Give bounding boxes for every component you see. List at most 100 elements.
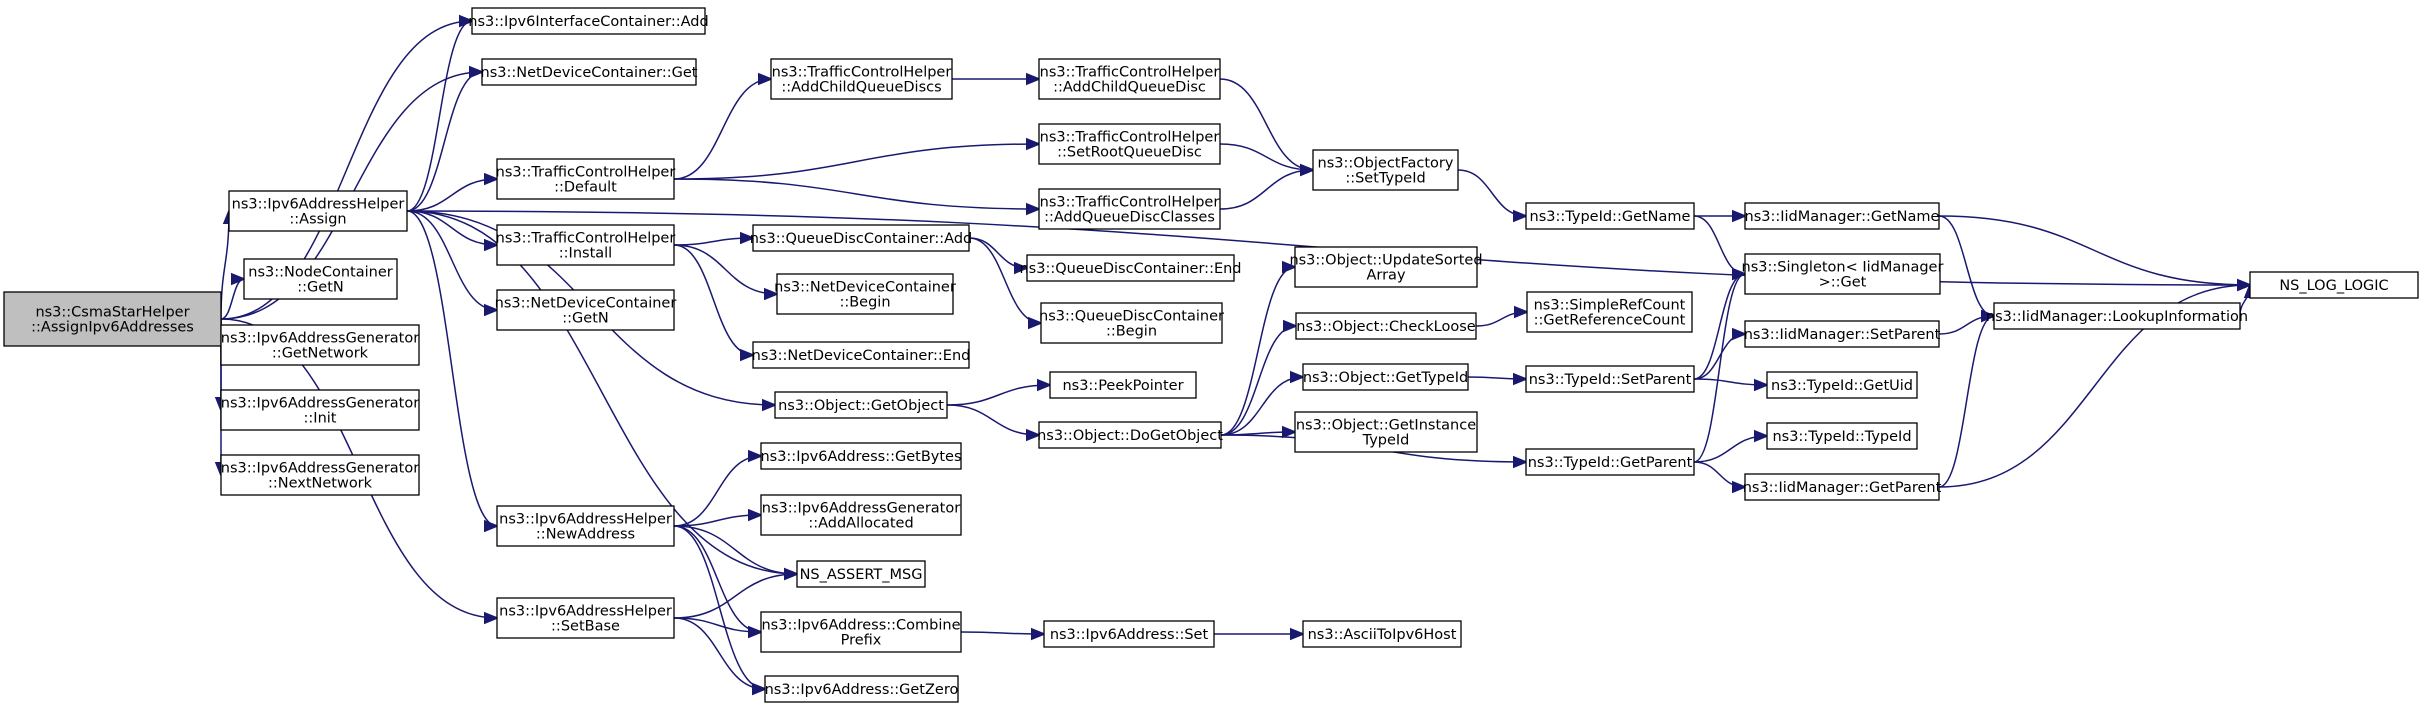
node-obj_checkloose[interactable]: ns3::Object::CheckLoose [1295, 312, 1477, 340]
node-label: ns3::Object::DoGetObject [1037, 428, 1223, 444]
node-tch_addqdclasses[interactable]: ns3::TrafficControlHelper::AddQueueDiscC… [1038, 188, 1221, 230]
node-label: ::GetN [297, 280, 343, 296]
node-nc_getn[interactable]: ns3::NodeContainer::GetN [243, 258, 398, 300]
node-label: TypeId [1362, 433, 1410, 449]
node-ifc_add[interactable]: ns3::Ipv6InterfaceContainer::Add [468, 7, 709, 35]
node-box [752, 341, 970, 369]
node-tch_setroot[interactable]: ns3::TrafficControlHelper::SetRootQueueD… [1038, 123, 1221, 165]
node-ns_log_logic[interactable]: NS_LOG_LOGIC [2249, 271, 2419, 299]
edge-root-to-nc_getn [220, 279, 244, 320]
node-box [471, 7, 706, 35]
node-iid_getname[interactable]: ns3::IidManager::GetName [1744, 202, 1940, 230]
node-box [776, 273, 954, 315]
edge-tch_default-to-tch_setroot [673, 144, 1039, 180]
node-tch_default[interactable]: ns3::TrafficControlHelper::Default [496, 158, 676, 200]
node-iid_getparent[interactable]: ns3::IidManager::GetParent [1743, 473, 1942, 501]
node-label: ::SetBase [551, 619, 620, 635]
node-tid_getuid[interactable]: ns3::TypeId::GetUid [1766, 371, 1918, 399]
node-tid_typeid[interactable]: ns3::TypeId::TypeId [1766, 422, 1918, 450]
node-ndc_end[interactable]: ns3::NetDeviceContainer::End [752, 341, 971, 369]
node-a6h_newaddr[interactable]: ns3::Ipv6AddressHelper::NewAddress [496, 505, 675, 547]
node-obj_getobject[interactable]: ns3::Object::GetObject [774, 391, 948, 419]
node-box [228, 190, 408, 232]
node-box [1026, 254, 1235, 282]
node-a6_getzero[interactable]: ns3::Ipv6Address::GetZero [764, 675, 959, 703]
edge-obj_dogetobject-to-obj_gettypeid [1220, 377, 1303, 436]
node-a6_getbytes[interactable]: ns3::Ipv6Address::GetBytes [760, 442, 962, 470]
node-label: ns3::NetDeviceContainer [774, 280, 956, 296]
node-box [770, 58, 953, 100]
node-tid_getname[interactable]: ns3::TypeId::GetName [1525, 202, 1695, 230]
node-ascii2ipv6[interactable]: ns3::AsciiToIpv6Host [1302, 620, 1462, 648]
edge-iid_getparent-to-iid_lookup [1938, 316, 1994, 488]
node-box [496, 224, 675, 266]
edge-tch_install-to-ndc_begin [673, 244, 777, 294]
node-label: Array [1366, 268, 1405, 284]
node-a6g_init[interactable]: ns3::Ipv6AddressGenerator::Init [220, 389, 420, 431]
node-ndc_begin[interactable]: ns3::NetDeviceContainer::Begin [774, 273, 956, 315]
node-label: ns3::Ipv6InterfaceContainer::Add [468, 14, 708, 30]
node-obj_gettypeid[interactable]: ns3::Object::GetTypeId [1302, 363, 1469, 391]
node-obj_dogetobject[interactable]: ns3::Object::DoGetObject [1037, 421, 1223, 449]
node-box [1038, 58, 1221, 100]
node-label: ::SetTypeId [1345, 171, 1425, 187]
node-a6g_next[interactable]: ns3::Ipv6AddressGenerator::NextNetwork [220, 454, 420, 496]
node-tch_addchildqd[interactable]: ns3::TrafficControlHelper::AddChildQueue… [1038, 58, 1221, 100]
node-singleton_get[interactable]: ns3::Singleton< IidManager >::Get [1742, 253, 1944, 295]
node-label: ns3::NetDeviceContainer::Get [481, 65, 698, 81]
node-tch_addchildqds[interactable]: ns3::TrafficControlHelper::AddChildQueue… [770, 58, 953, 100]
node-ndc_getn[interactable]: ns3::NetDeviceContainer::GetN [495, 289, 677, 331]
node-root[interactable]: ns3::CsmaStarHelper::AssignIpv6Addresses [3, 291, 222, 347]
node-label: ::GetN [562, 311, 608, 327]
node-label: ns3::ObjectFactory [1318, 156, 1454, 172]
node-tid_setparent[interactable]: ns3::TypeId::SetParent [1525, 365, 1695, 393]
node-box [1993, 302, 2241, 330]
node-label: ns3::Ipv6Address::Set [1050, 627, 1209, 643]
node-label: ns3::TypeId::GetUid [1771, 378, 1913, 394]
node-iid_setparent[interactable]: ns3::IidManager::SetParent [1744, 320, 1941, 348]
edge-a6_combine-to-a6_set [960, 632, 1044, 634]
node-src_getrefcount[interactable]: ns3::SimpleRefCount::GetReferenceCount [1526, 291, 1693, 333]
node-ndc_get[interactable]: ns3::NetDeviceContainer::Get [481, 58, 698, 86]
edge-obj_checkloose-to-src_getrefcount [1475, 312, 1527, 327]
edges-layer [221, 21, 2250, 689]
node-box [1766, 371, 1918, 399]
node-label: NS_LOG_LOGIC [2279, 278, 2388, 294]
node-assert_msg[interactable]: NS_ASSERT_MSG [796, 560, 926, 588]
node-a6h_assign[interactable]: ns3::Ipv6AddressHelper::Assign [228, 190, 408, 232]
edge-a6h_newaddr-to-assert_msg [673, 525, 797, 574]
node-a6_set[interactable]: ns3::Ipv6Address::Set [1043, 620, 1215, 648]
node-tch_install[interactable]: ns3::TrafficControlHelper::Install [496, 224, 676, 266]
node-a6g_addalloc[interactable]: ns3::Ipv6AddressGenerator::AddAllocated [760, 494, 962, 536]
node-box [1525, 448, 1695, 476]
node-box [2249, 271, 2419, 299]
edge-tid_getparent-to-tid_typeid [1693, 436, 1767, 463]
node-label: ::AddAllocated [808, 516, 913, 532]
node-box [764, 675, 959, 703]
edge-tch_install-to-ndc_end [673, 244, 753, 355]
node-qdc_begin[interactable]: ns3::QueueDiscContainer::Begin [1039, 302, 1224, 344]
node-label: ::Assign [289, 212, 346, 228]
node-label: ns3::Ipv6AddressHelper [499, 604, 672, 620]
node-tid_getparent[interactable]: ns3::TypeId::GetParent [1525, 448, 1695, 476]
node-label: ns3::IidManager::GetName [1745, 209, 1940, 225]
node-qdc_end[interactable]: ns3::QueueDiscContainer::End [1019, 254, 1242, 282]
node-label: ::AddQueueDiscClasses [1044, 210, 1215, 226]
node-qdc_add[interactable]: ns3::QueueDiscContainer::Add [750, 224, 973, 252]
node-box [481, 58, 697, 86]
node-a6h_setbase[interactable]: ns3::Ipv6AddressHelper::SetBase [496, 597, 675, 639]
node-of_settypeid[interactable]: ns3::ObjectFactory::SetTypeId [1312, 149, 1459, 191]
edge-tid_getname-to-singleton_get [1693, 215, 1745, 274]
node-a6g_getnet[interactable]: ns3::Ipv6AddressGenerator::GetNetwork [220, 324, 420, 366]
edge-obj_getobject-to-peekpointer [946, 385, 1050, 406]
node-box [1040, 302, 1223, 344]
node-box [1744, 202, 1940, 230]
node-peekpointer[interactable]: ns3::PeekPointer [1049, 371, 1197, 399]
node-box [220, 324, 420, 366]
node-box [496, 505, 675, 547]
node-iid_lookup[interactable]: ns3::IidManager::LookupInformation [1986, 302, 2248, 330]
